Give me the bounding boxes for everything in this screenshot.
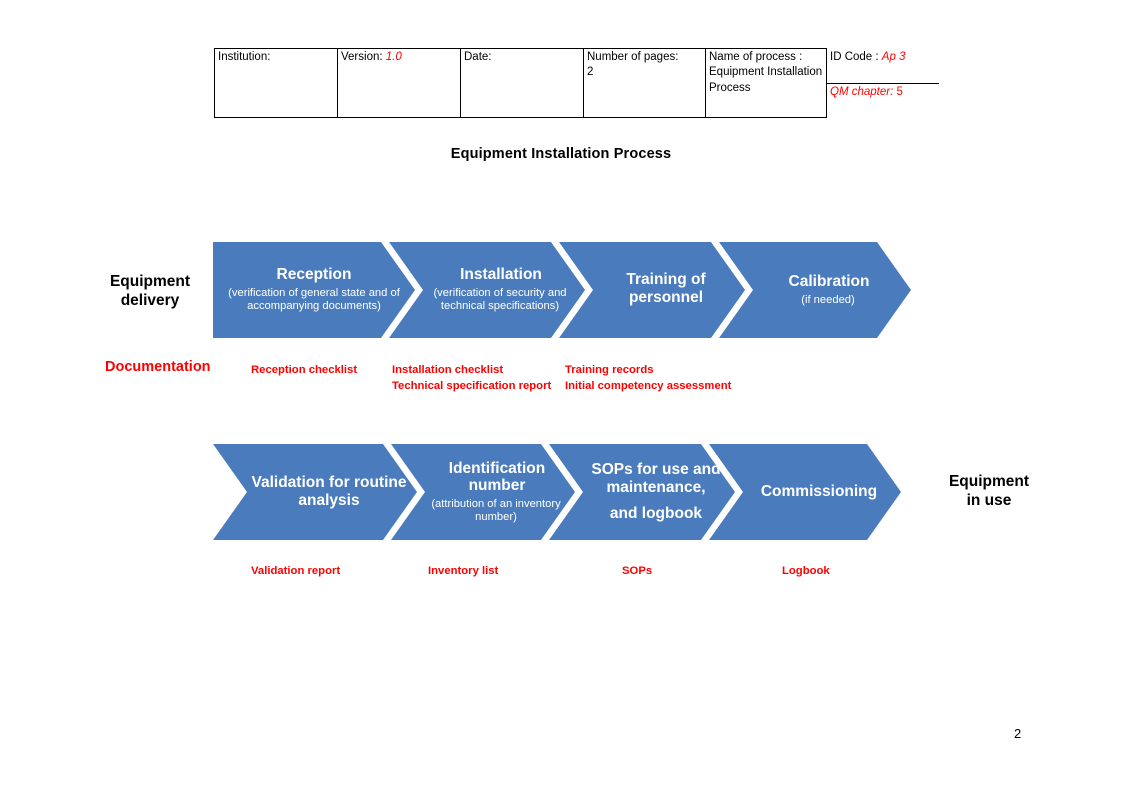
documentation-item-inventory-list: Inventory list [428, 565, 499, 577]
process-step-reception[interactable]: Reception (verification of general state… [213, 242, 415, 338]
process-step-title: Validation for routine analysis [251, 474, 407, 509]
cell-version: Version: 1.0 [337, 48, 461, 118]
process-step-title: SOPs for use and maintenance, [591, 461, 721, 496]
table-row: ID Code : Ap 3 [827, 48, 939, 84]
version-label: Version: [341, 51, 383, 63]
process-step-calibration[interactable]: Calibration (if needed) [719, 242, 911, 338]
version-value: 1.0 [385, 51, 402, 63]
documentation-column-2: Installation checklist Technical specifi… [392, 362, 551, 394]
label-equipment-in-use-line2: in use [966, 491, 1012, 509]
documentation-item: Initial competency assessment [565, 380, 732, 393]
name-of-process-value: Equipment Installation Process [709, 66, 823, 94]
documentation-band-2: Validation report Inventory list SOPs Lo… [0, 565, 1122, 585]
process-step-subtitle: (attribution of an inventory number) [431, 497, 561, 524]
page-title: Equipment Installation Process [450, 146, 672, 162]
process-flow-row-2: Validation for routine analysis Identifi… [213, 444, 901, 540]
label-equipment-delivery: Equipment delivery [86, 273, 214, 310]
documentation-item-sops: SOPs [622, 565, 653, 577]
documentation-item: Installation checklist [392, 364, 504, 376]
cell-qm-chapter: QM chapter: 5 [827, 83, 939, 118]
cell-id-code: ID Code : Ap 3 [827, 48, 939, 84]
label-equipment-delivery-line1: Equipment [109, 273, 191, 290]
name-of-process-label: Name of process : [709, 51, 803, 63]
id-code-label: ID Code : [830, 50, 879, 63]
page-number: 2 [1014, 726, 1022, 741]
process-step-installation[interactable]: Installation (verification of security a… [389, 242, 585, 338]
cell-id-code-group: ID Code : Ap 3 QM chapter: 5 [827, 48, 939, 118]
documentation-column-3: Training records Initial competency asse… [565, 362, 731, 394]
process-step-identification-number[interactable]: Identification number (attribution of an… [391, 444, 575, 540]
cell-number-of-pages: Number of pages: 2 [583, 48, 706, 118]
qm-chapter-value: 5 [896, 85, 903, 98]
process-step-training-of-personnel[interactable]: Training of personnel [559, 242, 745, 338]
process-step-title-line2: and logbook [609, 505, 703, 523]
cell-institution: Institution: [214, 48, 338, 118]
table-row: Institution: Version: 1.0 Date: Number o… [214, 48, 939, 118]
process-step-title: Installation [460, 266, 542, 284]
id-code-value: Ap 3 [881, 50, 906, 63]
process-step-title: Calibration [788, 273, 870, 291]
header-info-table: Institution: Version: 1.0 Date: Number o… [214, 48, 939, 118]
process-flow-row-1: Reception (verification of general state… [213, 242, 911, 338]
cell-name-of-process: Name of process : Equipment Installation… [705, 48, 827, 118]
process-step-title: Reception [276, 266, 352, 284]
documentation-item-validation-report: Validation report [251, 565, 341, 577]
process-step-validation-for-routine-analysis[interactable]: Validation for routine analysis [213, 444, 417, 540]
table-row: QM chapter: 5 [827, 83, 939, 118]
label-equipment-in-use-line1: Equipment [948, 473, 1030, 490]
process-step-title: Training of personnel [626, 270, 706, 306]
process-step-commissioning[interactable]: Commissioning [709, 444, 901, 540]
qm-chapter-label: QM chapter: [830, 85, 894, 98]
documentation-item: Training records [565, 364, 654, 376]
number-of-pages-value: 2 [587, 66, 594, 79]
documentation-item: Technical specification report [392, 380, 552, 393]
label-equipment-in-use: Equipment in use [914, 473, 1064, 510]
documentation-item-logbook: Logbook [782, 565, 830, 577]
id-code-subtable: ID Code : Ap 3 QM chapter: 5 [827, 48, 939, 118]
cell-date: Date: [460, 48, 584, 118]
institution-label: Institution: [218, 51, 271, 63]
date-label: Date: [464, 51, 492, 63]
documentation-item: Reception checklist [251, 364, 358, 376]
process-step-sops-for-use-and-maintenance[interactable]: SOPs for use and maintenance, and logboo… [549, 444, 735, 540]
process-step-title: Commissioning [760, 483, 878, 501]
process-step-title: Identification number [448, 459, 546, 495]
label-equipment-delivery-line2: delivery [120, 291, 180, 309]
process-step-subtitle: (if needed) [801, 293, 855, 306]
process-step-subtitle: (verification of security and technical … [433, 287, 567, 313]
documentation-column-1: Reception checklist [251, 362, 357, 378]
documentation-band-1: Documentation Reception checklist Instal… [0, 359, 1122, 399]
number-of-pages-label: Number of pages: [587, 51, 679, 63]
process-step-subtitle: (verification of general state and of ac… [228, 287, 400, 313]
documentation-label: Documentation [105, 359, 211, 375]
